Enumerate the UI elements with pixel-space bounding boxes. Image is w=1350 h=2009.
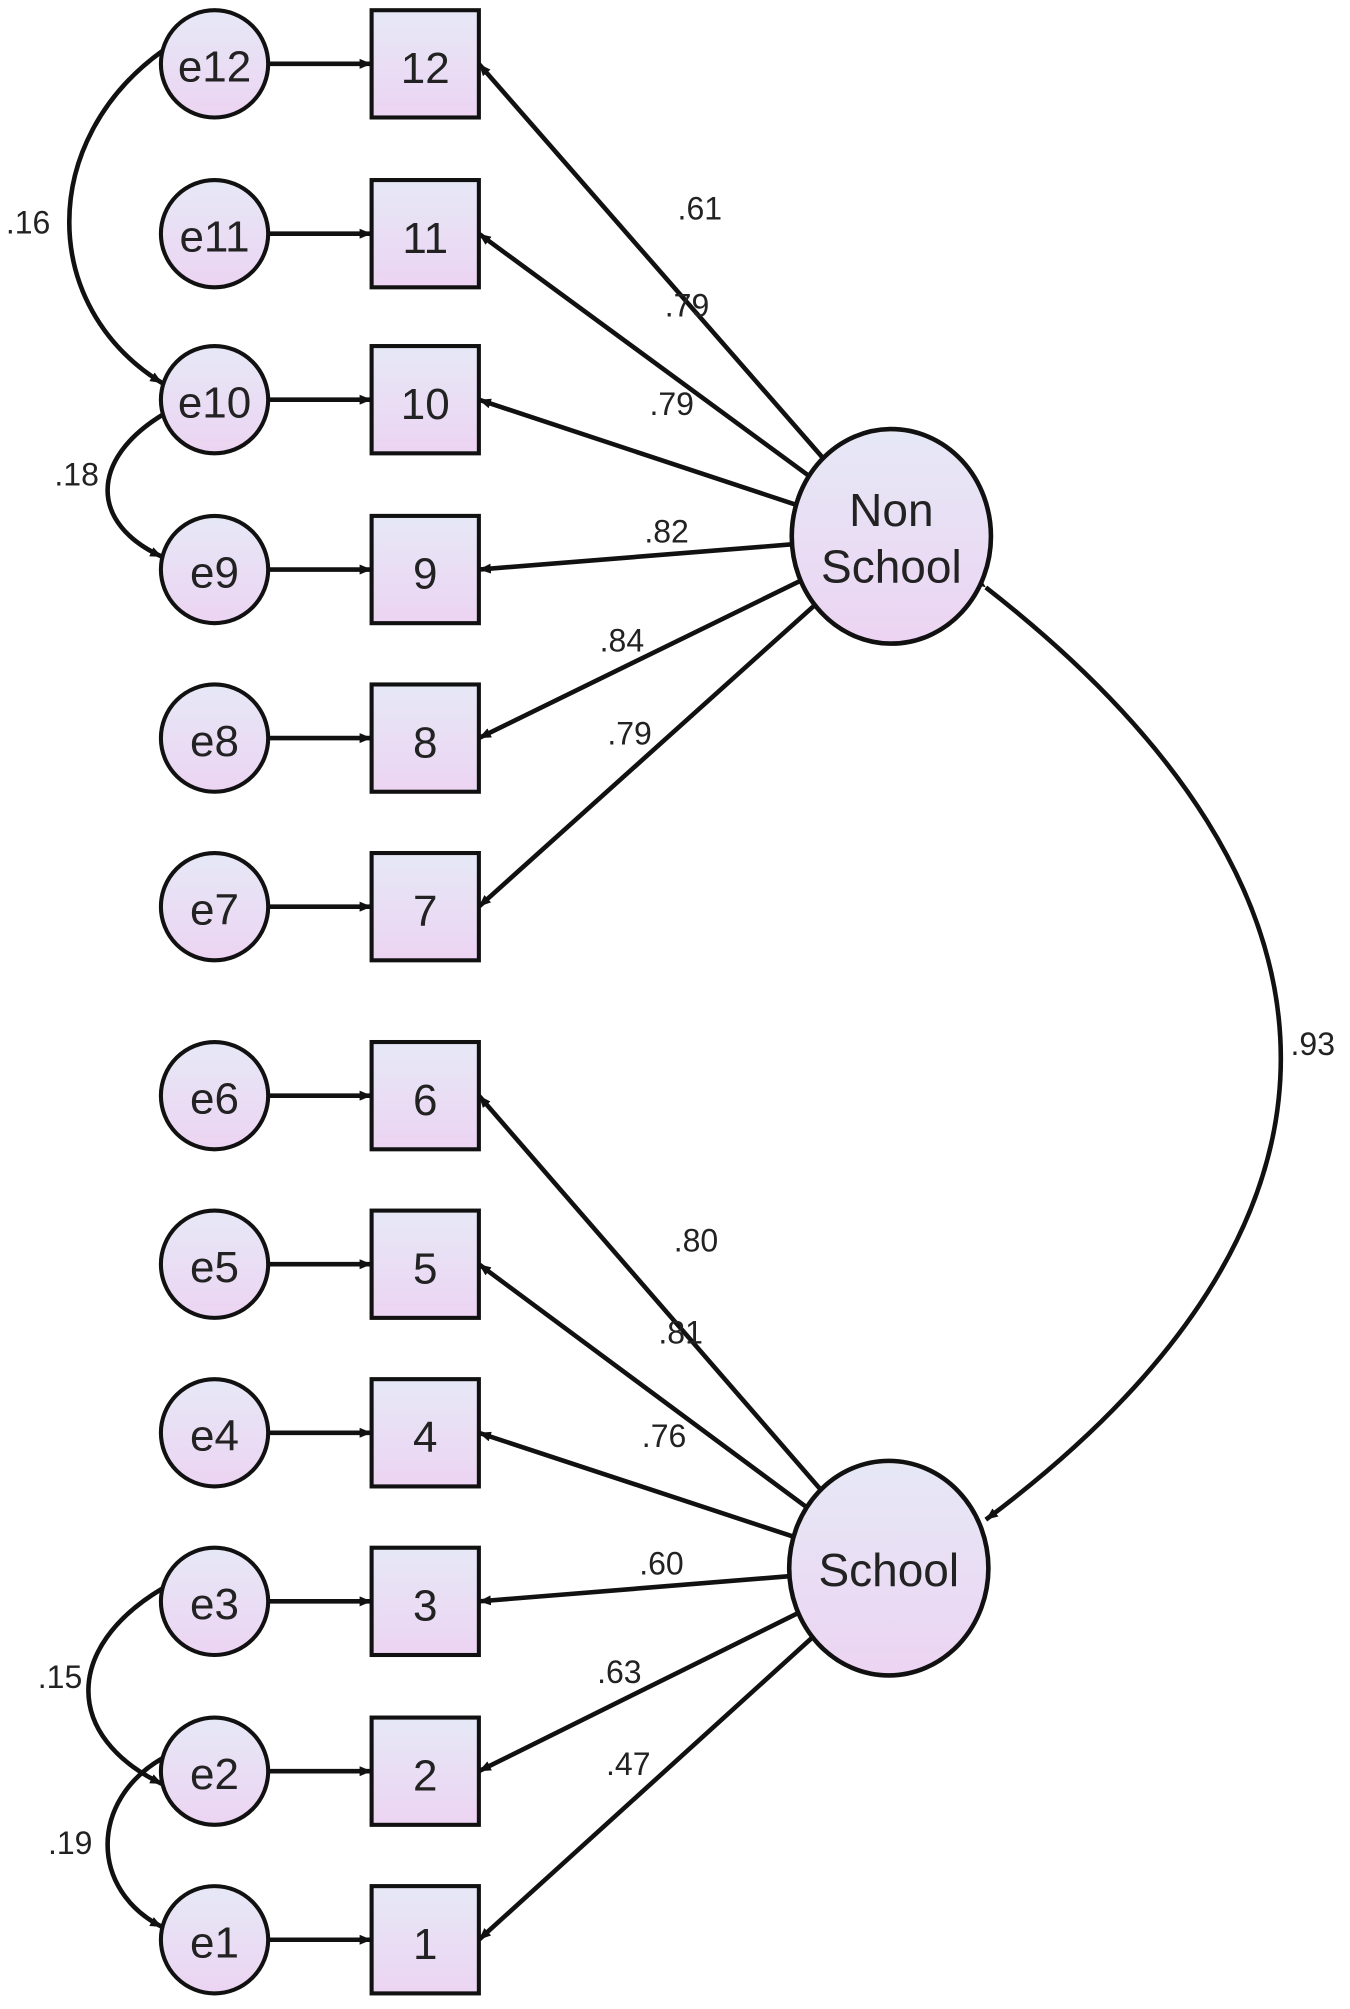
item-label-i6: 6	[413, 1076, 437, 1125]
item-label-i2: 2	[413, 1751, 437, 1800]
loading-label-i8: .84	[600, 622, 644, 658]
item-box-i4	[369, 1377, 481, 1489]
item-box-i7	[369, 850, 481, 963]
loading-path-i1	[477, 1635, 815, 1942]
error-label-e2: e2	[190, 1750, 239, 1799]
error-covariance-arc-e3-e2	[86, 1578, 176, 1787]
error-node-e11	[158, 178, 271, 290]
item-label-i7: 7	[413, 887, 437, 936]
loading-path-i3	[478, 1573, 790, 1606]
error-node-e8	[158, 682, 271, 794]
item-label-i9: 9	[413, 550, 437, 599]
factor-correlation-arc	[973, 576, 1283, 1522]
error-label-e11: e11	[179, 213, 249, 262]
loading-path-i4	[478, 1430, 795, 1539]
error-covariance-label-e10-e9: .18	[54, 456, 98, 492]
latent-label-school-0: School	[818, 1544, 959, 1596]
error-node-e10	[158, 344, 271, 456]
loading-path-i5	[477, 1262, 809, 1510]
item-label-i4: 4	[413, 1413, 437, 1462]
error-label-e10: e10	[178, 379, 251, 428]
error-node-e7	[158, 850, 271, 963]
loading-path-i10	[478, 397, 797, 507]
loading-path-i11	[477, 231, 811, 478]
item-box-i2	[369, 1715, 481, 1827]
loading-label-i2: .63	[597, 1654, 641, 1690]
error-label-e5: e5	[190, 1243, 239, 1292]
loading-path-i9	[478, 542, 793, 574]
loading-label-i5: .81	[658, 1314, 702, 1350]
error-node-e5	[158, 1208, 271, 1320]
latent-label-nonschool-0: Non	[849, 484, 933, 536]
error-label-e4: e4	[190, 1412, 239, 1461]
error-label-e6: e6	[190, 1075, 239, 1124]
loading-label-i9: .82	[644, 514, 688, 550]
error-terms: e12 e11 e10 e9 e8 e7 e6 e5 e4 e3 e2 e1	[158, 8, 271, 1996]
error-node-e2	[158, 1715, 271, 1827]
item-box-i11	[369, 178, 481, 290]
item-box-i10	[369, 344, 481, 456]
loading-path-i8	[477, 578, 802, 741]
loading-label-i4: .76	[642, 1418, 686, 1454]
error-covariance-arc-e10-e9	[105, 404, 176, 559]
error-label-e9: e9	[190, 548, 239, 597]
error-covariance-label-e3-e2: .15	[38, 1659, 82, 1695]
loading-path-i6	[477, 1094, 823, 1492]
error-node-e1	[158, 1884, 271, 1996]
error-label-e7: e7	[190, 886, 239, 935]
loading-path-i7	[477, 603, 817, 909]
item-label-i11: 11	[402, 214, 448, 263]
item-box-i3	[369, 1545, 481, 1658]
item-label-i10: 10	[401, 380, 450, 429]
item-box-i5	[369, 1208, 481, 1320]
error-node-e4	[158, 1377, 271, 1489]
factor-correlation-label: .93	[1291, 1026, 1335, 1062]
item-box-i1	[369, 1884, 481, 1996]
latent-label-nonschool-1: School	[821, 540, 962, 592]
latent-node-nonschool	[789, 426, 994, 646]
error-covariance-arc-e12-e10	[66, 40, 175, 386]
error-label-e12: e12	[178, 43, 251, 92]
error-node-e6	[158, 1039, 271, 1152]
loading-label-i6: .80	[674, 1222, 718, 1258]
loading-path-i2	[477, 1610, 800, 1774]
loading-label-i1: .47	[606, 1746, 650, 1782]
correlation-layer	[66, 40, 1283, 1930]
path-layer	[268, 58, 825, 1945]
loading-label-i10: .79	[649, 386, 693, 422]
loading-label-i3: .60	[639, 1546, 683, 1582]
item-label-i8: 8	[413, 718, 437, 767]
item-box-i6	[369, 1039, 481, 1152]
item-box-i9	[369, 513, 481, 626]
loading-label-i7: .79	[607, 715, 651, 751]
observed-items: 12 11 10 9 8 7 6 5 4 3 2 1	[369, 8, 481, 1996]
loading-path-i12	[477, 62, 825, 460]
error-node-e12	[158, 8, 271, 120]
item-label-i5: 5	[413, 1244, 437, 1293]
loading-label-i11: .79	[665, 288, 709, 324]
coefficient-labels: .93 .16 .18 .15 .19 .61 .79 .79 .82 .84 .79 .80 .81.…	[6, 191, 1335, 1862]
error-node-e3	[158, 1545, 271, 1658]
loading-label-i12: .61	[678, 191, 722, 227]
item-box-i12	[369, 8, 481, 120]
error-node-e9	[158, 513, 271, 626]
error-label-e8: e8	[190, 717, 239, 766]
error-covariance-label-e12-e10: .16	[6, 205, 50, 241]
error-covariance-arc-e2-e1	[105, 1748, 176, 1930]
item-box-i8	[369, 682, 481, 794]
item-label-i1: 1	[413, 1920, 437, 1969]
error-covariance-label-e2-e1: .19	[48, 1825, 92, 1861]
latent-node-school	[786, 1458, 991, 1678]
error-label-e3: e3	[190, 1580, 239, 1629]
error-label-e1: e1	[190, 1919, 239, 1968]
item-label-i3: 3	[413, 1582, 437, 1631]
item-label-i12: 12	[401, 44, 450, 93]
